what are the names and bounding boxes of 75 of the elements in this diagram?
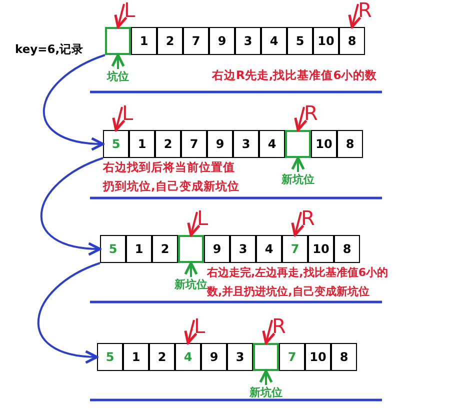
- array-cell: 3: [235, 27, 261, 55]
- array-cell: 2: [152, 235, 178, 263]
- flow-arrow: [43, 54, 106, 150]
- empty-slot: [253, 343, 279, 371]
- pointer-label: R: [304, 103, 318, 123]
- pointer-arrow: [291, 212, 304, 236]
- array-cell: 9: [207, 130, 233, 158]
- flow-arrow: [40, 157, 104, 256]
- pointer-label: L: [124, 0, 136, 20]
- array-cell: 7: [183, 27, 209, 55]
- array-cell: 4: [261, 27, 287, 55]
- note-text: key=6,记录: [15, 41, 85, 58]
- empty-slot: [285, 130, 311, 158]
- array-cell: 7: [181, 130, 207, 158]
- pointer-label: L: [194, 316, 206, 336]
- array-cell: 8: [331, 343, 357, 371]
- slot-caption: 新坑位: [250, 385, 282, 400]
- array-cell: 7: [279, 343, 305, 371]
- note-text: 右边R先走,找比基准值6小的数: [212, 67, 378, 84]
- array-cell: 5: [97, 343, 123, 371]
- array-cell: 9: [204, 235, 230, 263]
- array-cell: 3: [227, 343, 253, 371]
- array-cell: 5: [103, 130, 129, 158]
- array-cell: 2: [149, 343, 175, 371]
- leader-arrow: [259, 370, 273, 385]
- array-cell: 8: [339, 27, 365, 55]
- array-cell: 1: [131, 27, 157, 55]
- array-cell: 5: [287, 27, 313, 55]
- pointer-arrow: [114, 4, 128, 28]
- pointer-arrow: [184, 320, 198, 344]
- flow-arrow: [38, 262, 100, 364]
- slot-caption: 新坑位: [282, 172, 314, 187]
- pointer-arrow: [294, 106, 308, 132]
- pointer-label: R: [272, 316, 286, 336]
- array-cell: 9: [209, 27, 235, 55]
- array-cell: 4: [259, 130, 285, 158]
- array-cell: 1: [123, 343, 149, 371]
- array-cell: 3: [230, 235, 256, 263]
- empty-slot: [178, 235, 204, 263]
- pointer-arrow: [187, 212, 200, 236]
- empty-slot: [105, 27, 131, 55]
- array-cell: 7: [282, 235, 308, 263]
- pointer-label: L: [122, 103, 134, 123]
- pointer-arrow: [348, 4, 362, 28]
- array-cell: 5: [100, 235, 126, 263]
- array-cell: 8: [337, 130, 363, 158]
- array-cell: 1: [129, 130, 155, 158]
- array-cell: 9: [201, 343, 227, 371]
- leader-arrow: [184, 262, 198, 277]
- array-cell: 4: [256, 235, 282, 263]
- array-cell: 8: [334, 235, 360, 263]
- array-cell: 10: [305, 343, 331, 371]
- pointer-label: R: [301, 208, 315, 228]
- array-strip: [105, 27, 365, 55]
- leader-arrow: [111, 54, 125, 69]
- array-cell: 2: [157, 27, 183, 55]
- array-cell: 4: [175, 343, 201, 371]
- pointer-arrow: [262, 320, 276, 344]
- array-strip: [97, 343, 357, 371]
- array-strip: [103, 130, 363, 158]
- array-cell: 10: [308, 235, 334, 263]
- slot-caption: 新坑位: [174, 277, 208, 292]
- array-strip: [100, 235, 360, 263]
- leader-arrow: [291, 156, 305, 172]
- array-cell: 1: [126, 235, 152, 263]
- array-cell: 10: [313, 27, 339, 55]
- note-text: 右边走完,左边再走,找比基准值6小的数,并且扔进坑位,自己变成新坑位: [207, 265, 390, 300]
- pointer-arrow: [112, 106, 126, 132]
- array-cell: 2: [155, 130, 181, 158]
- slot-caption: 坑位: [107, 69, 129, 84]
- pointer-label: L: [197, 208, 208, 228]
- pointer-label: R: [358, 0, 372, 20]
- array-cell: 10: [311, 130, 337, 158]
- note-text: 右边找到后将当前位置值扔到坑位,自己变成新坑位: [103, 159, 240, 195]
- array-cell: 3: [233, 130, 259, 158]
